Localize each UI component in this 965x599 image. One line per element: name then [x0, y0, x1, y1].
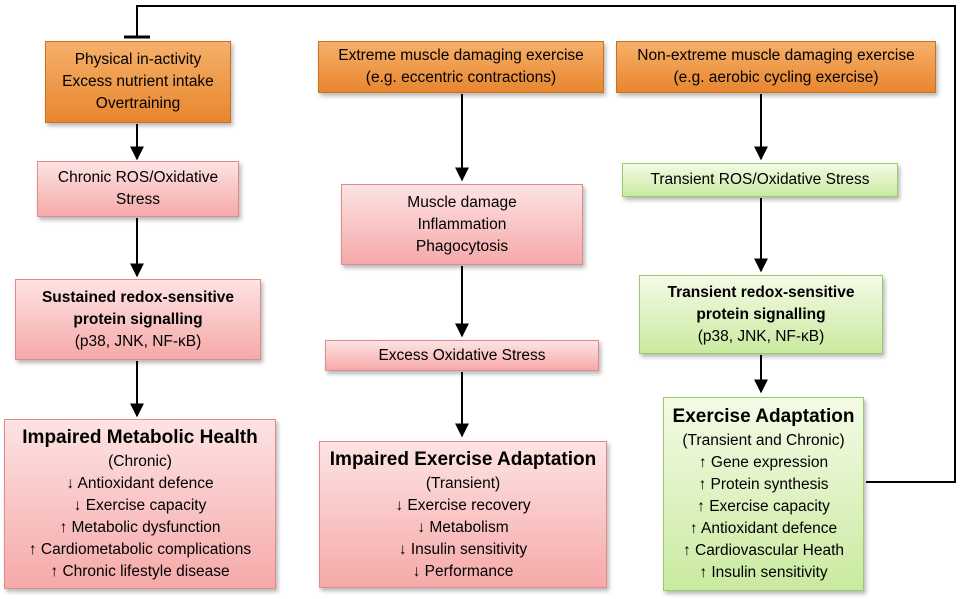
adaptation-item: ↓ Exercise recovery	[395, 496, 531, 514]
extreme-exercise-line-1: Extreme muscle damaging exercise	[338, 47, 584, 64]
damage-line: Muscle damage	[407, 193, 517, 211]
exercise-adaptation-title: Exercise Adaptation	[672, 406, 855, 427]
transient-oxidative-stress-box: Transient ROS/Oxidative Stress	[622, 163, 898, 197]
sustained-signalling-box: Sustained redox-sensitive protein signal…	[15, 279, 261, 360]
causes-box: Physical in-activity Excess nutrient int…	[45, 41, 231, 123]
metabolic-item: ↑ Chronic lifestyle disease	[50, 563, 230, 580]
transient-signalling-kinases: (p38, JNK, NF-κB)	[697, 327, 825, 345]
adaptation-item: ↓ Performance	[412, 562, 514, 580]
non-extreme-exercise-line-1: Non-extreme muscle damaging exercise	[637, 47, 915, 64]
extreme-exercise-box: Extreme muscle damaging exercise (e.g. e…	[318, 41, 604, 93]
impaired-exercise-adaptation-box: Impaired Exercise Adaptation (Transient)…	[319, 441, 607, 588]
damage-line: Inflammation	[417, 215, 507, 233]
benefit-item: ↑ Antioxidant defence	[689, 520, 838, 537]
exercise-adaptation-box: Exercise Adaptation (Transient and Chron…	[663, 397, 864, 591]
transient-signalling-line-1: Transient redox-sensitive	[667, 283, 855, 301]
impaired-exercise-adaptation-title: Impaired Exercise Adaptation	[329, 448, 597, 470]
chronic-oxidative-stress-box: Chronic ROS/Oxidative Stress	[37, 161, 239, 217]
non-extreme-exercise-line-2: (e.g. aerobic cycling exercise)	[673, 69, 879, 86]
impaired-metabolic-health-sub: (Chronic)	[108, 453, 172, 470]
metabolic-item: ↑ Metabolic dysfunction	[59, 519, 221, 536]
impaired-metabolic-health-box: Impaired Metabolic Health (Chronic) ↓ An…	[4, 419, 276, 589]
metabolic-item: ↑ Cardiometabolic complications	[28, 541, 252, 558]
cause-excess-nutrient-intake: Excess nutrient intake	[62, 73, 214, 90]
benefit-item: ↑ Exercise capacity	[697, 498, 830, 515]
extreme-exercise-line-2: (e.g. eccentric contractions)	[365, 69, 557, 86]
chronic-stress-line-1: Chronic ROS/Oxidative	[57, 169, 219, 186]
excess-oxidative-stress-box: Excess Oxidative Stress	[325, 340, 599, 371]
metabolic-item: ↓ Antioxidant defence	[66, 475, 214, 492]
metabolic-item: ↓ Exercise capacity	[73, 497, 207, 514]
sustained-signalling-line-1: Sustained redox-sensitive	[41, 288, 235, 306]
sustained-signalling-kinases: (p38, JNK, NF-κB)	[74, 332, 202, 350]
sustained-signalling-line-2: protein signalling	[73, 310, 203, 328]
muscle-damage-box: Muscle damage Inflammation Phagocytosis	[341, 184, 583, 265]
transient-signalling-box: Transient redox-sensitive protein signal…	[639, 275, 883, 354]
benefit-item: ↑ Gene expression	[698, 454, 829, 471]
impaired-metabolic-health-title: Impaired Metabolic Health	[22, 427, 258, 448]
chronic-stress-line-2: Stress	[116, 191, 160, 208]
non-extreme-exercise-box: Non-extreme muscle damaging exercise (e.…	[616, 41, 936, 93]
benefit-item: ↑ Cardiovascular Heath	[682, 542, 845, 559]
impaired-exercise-adaptation-sub: (Transient)	[425, 474, 501, 492]
benefit-item: ↑ Protein synthesis	[698, 476, 829, 493]
damage-line: Phagocytosis	[415, 237, 509, 255]
adaptation-item: ↓ Metabolism	[417, 518, 509, 536]
benefit-item: ↑ Insulin sensitivity	[699, 564, 828, 581]
adaptation-item: ↓ Insulin sensitivity	[398, 540, 528, 558]
transient-signalling-line-2: protein signalling	[696, 305, 826, 323]
exercise-adaptation-sub: (Transient and Chronic)	[682, 432, 845, 449]
excess-oxidative-stress-label: Excess Oxidative Stress	[378, 346, 546, 364]
cause-overtraining: Overtraining	[95, 95, 181, 112]
transient-oxidative-stress-label: Transient ROS/Oxidative Stress	[650, 171, 870, 188]
cause-physical-inactivity: Physical in-activity	[74, 51, 202, 68]
